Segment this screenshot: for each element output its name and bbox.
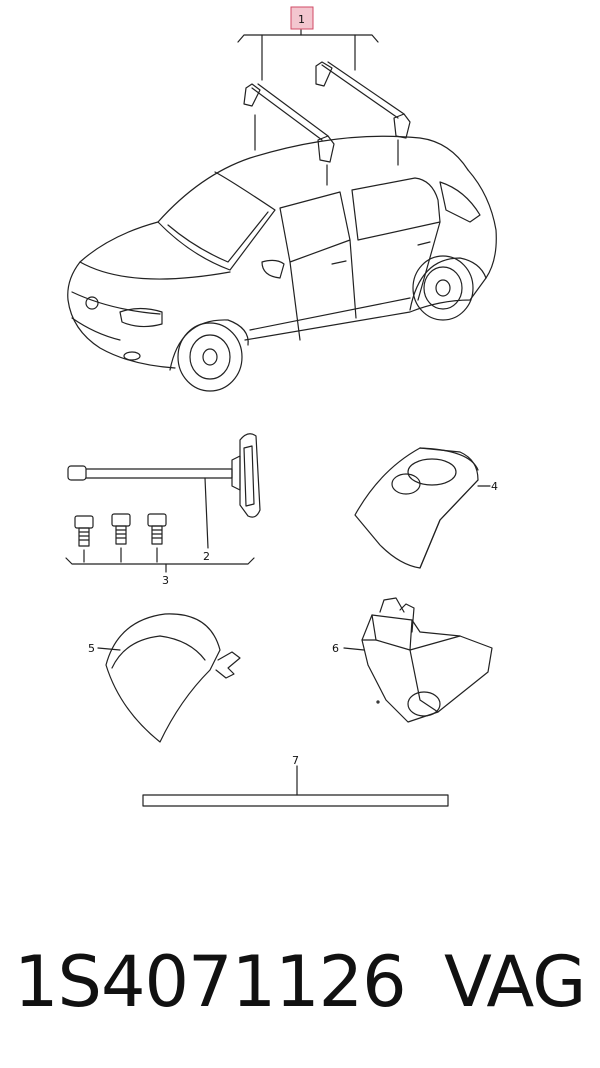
callout-4: 4 [491,480,498,493]
part-7-strip [142,765,449,807]
callout-3: 3 [162,574,169,587]
roof-bars [243,61,411,163]
part-6-foot-assembly [343,597,493,723]
callout-2: 2 [203,550,210,563]
callout-1-bracket [237,29,399,186]
part-4-foot-cover-lock [354,447,491,569]
brand-name: VAG [444,941,586,1023]
part-3-screws [65,513,255,573]
callout-1: 1 [298,13,305,26]
rear-wheel [412,255,474,321]
callout-7: 7 [292,754,299,767]
footer: 1S4071126 VAG [14,932,594,1032]
car-body [67,135,497,371]
callout-6: 6 [332,642,339,655]
parts-diagram: 1 2 3 4 5 6 7 [65,6,498,807]
part-5-cover-cap [97,613,241,743]
front-wheel [177,322,243,392]
part-number: 1S4071126 [14,941,407,1023]
callout-1-highlight [290,6,314,30]
part-2-lock-bolt [67,433,261,549]
callout-5: 5 [88,642,95,655]
